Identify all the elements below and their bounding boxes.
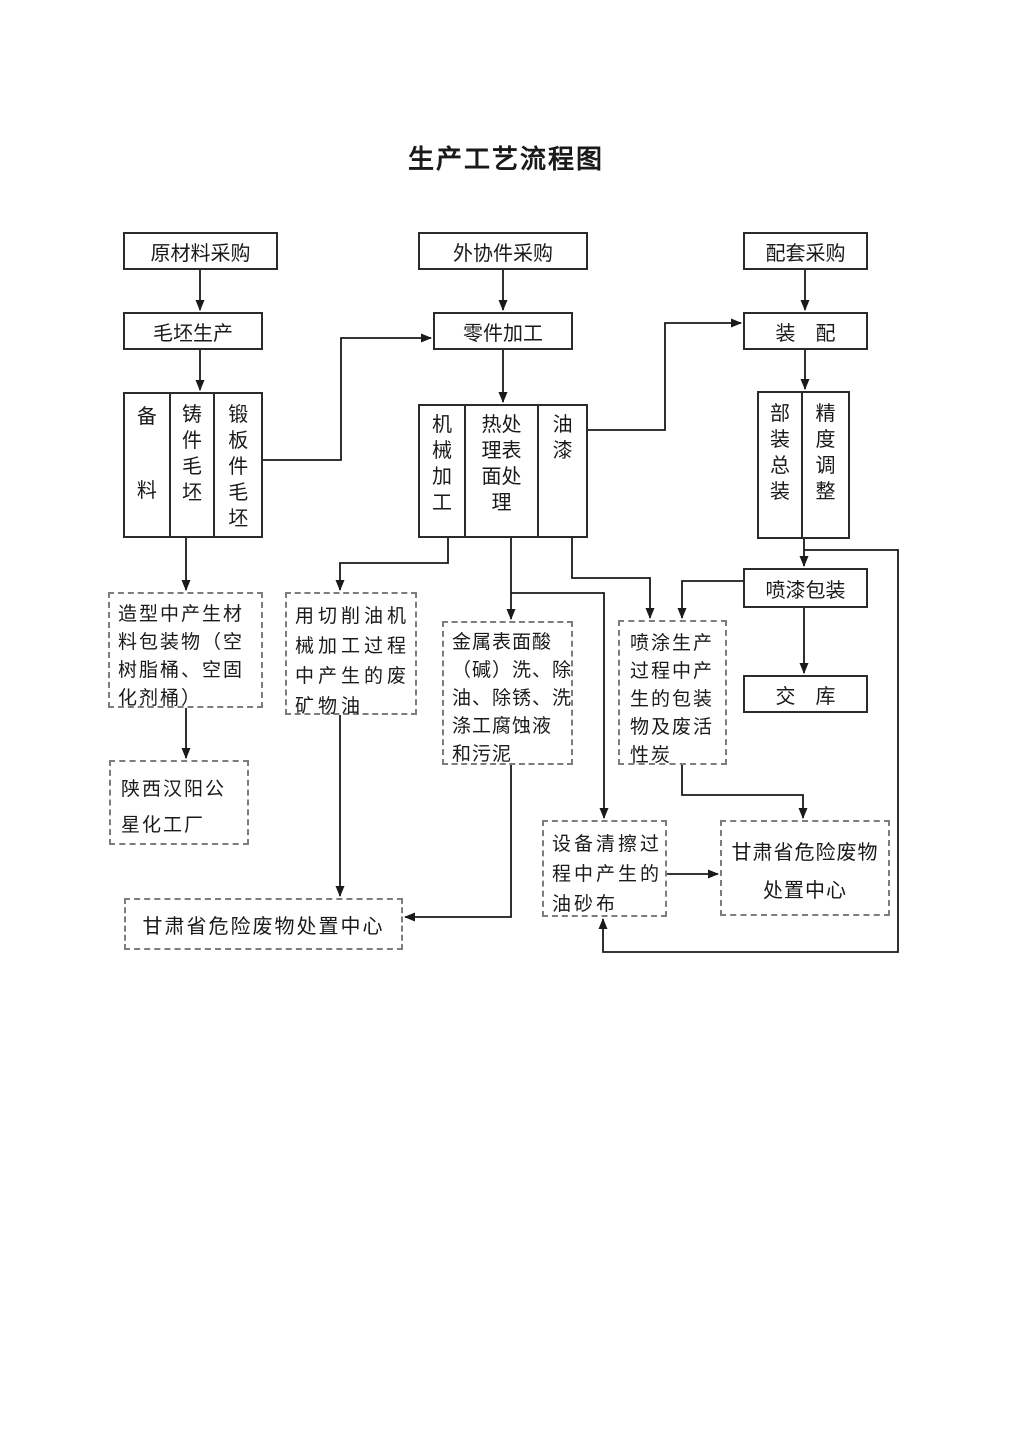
edge-acidwaste-gansuleft — [404, 765, 512, 922]
node-shaanxi-hanyang-factory: 陕西汉阳公 星化工厂 — [109, 760, 249, 845]
text-line: 树脂桶、空固 — [118, 660, 245, 681]
node-machining: 机械加工 — [420, 406, 466, 536]
text-line: 性炭 — [630, 745, 673, 766]
node-supporting-purchase: 配套采购 — [743, 232, 868, 270]
text-line: 涤工腐蚀液 — [452, 716, 553, 737]
edge-assemblygroup-equipmentwiping — [598, 549, 899, 953]
node-gansu-disposal-center-right: 甘肃省危险废物 处置中心 — [720, 820, 890, 916]
edge-painting-assembly — [588, 318, 742, 431]
node-label: 部装总装 — [770, 403, 791, 503]
text-line: 设备清擦过 — [552, 834, 663, 855]
text-line: 程中产生的 — [552, 864, 663, 885]
edge-heattreatment-equipmentwiping — [511, 592, 609, 819]
edge-blankgroup-partsprocessing — [263, 333, 432, 461]
edge-machining-cuttingoilwaste — [335, 538, 449, 591]
text-line: 和污泥 — [452, 744, 513, 765]
node-casting-blank: 铸件毛坯 — [171, 394, 216, 536]
node-painting: 油漆 — [539, 406, 586, 536]
text-line: 陕西汉阳公 — [121, 779, 227, 800]
text-line: 化剂桶） — [118, 688, 203, 709]
text-line: 用切削油机 — [295, 606, 411, 627]
text-line: 油砂布 — [552, 894, 619, 915]
node-label: 备料 — [136, 406, 157, 502]
node-group-blank-types: 备料 铸件毛坯 锻板件毛坯 — [123, 392, 263, 538]
node-outsourced-parts-purchase: 外协件采购 — [418, 232, 588, 270]
node-acid-cleaning-waste: 金属表面酸 （碱）洗、除 油、除锈、洗 涤工腐蚀液 和污泥 — [442, 621, 573, 765]
node-label: 精度调整 — [815, 403, 836, 503]
node-label: 机械加工 — [431, 414, 452, 514]
node-group-assembly: 部装总装 精度调整 — [757, 391, 850, 539]
node-raw-material-purchase: 原材料采购 — [123, 232, 278, 270]
edge-paintpackaging-spraywaste — [677, 580, 743, 619]
node-molding-packaging-waste: 造型中产生材 料包装物（空 树脂桶、空固 化剂桶） — [108, 592, 263, 709]
text-line: 油、除锈、洗 — [452, 688, 573, 709]
edge-spraywaste-gansuright — [681, 765, 808, 819]
text-line: 中产生的废 — [295, 666, 411, 687]
node-spray-production-waste: 喷涂生产 过程中产 生的包装 物及废活 性炭 — [618, 620, 727, 766]
node-sub-final-assembly: 部装总装 — [759, 393, 804, 537]
page-title: 生产工艺流程图 — [408, 145, 605, 174]
node-label: 油漆 — [552, 414, 573, 462]
node-forged-plate-blank: 锻板件毛坯 — [215, 394, 261, 536]
text-line: 物及废活 — [630, 717, 715, 738]
text-line: 械加工过程 — [295, 636, 411, 657]
node-assembly: 装 配 — [743, 312, 868, 350]
node-blank-production: 毛坯生产 — [123, 312, 263, 350]
text-line: 喷涂生产 — [630, 633, 715, 654]
text-line: 处置中心 — [763, 880, 847, 902]
text-line: （碱）洗、除 — [452, 660, 573, 681]
node-group-processing: 机械加工 热处理表面处理 油漆 — [418, 404, 588, 538]
node-heat-surface-treatment: 热处理表面处理 — [466, 406, 540, 536]
node-cutting-oil-waste: 用切削油机 械加工过程 中产生的废 矿物油 — [285, 592, 417, 717]
node-label: 铸件毛坯 — [182, 404, 203, 504]
text-line: 星化工厂 — [121, 815, 206, 836]
text-line: 甘肃省危险废物处置中心 — [142, 915, 385, 938]
node-precision-adjustment: 精度调整 — [803, 393, 848, 537]
text-line: 金属表面酸 — [452, 632, 553, 653]
node-warehouse-delivery: 交 库 — [743, 675, 868, 713]
text-line: 过程中产 — [630, 661, 715, 682]
node-parts-processing: 零件加工 — [433, 312, 573, 350]
node-material-prep: 备料 — [125, 394, 171, 536]
text-line: 矿物油 — [295, 696, 365, 717]
text-line: 造型中产生材 — [118, 604, 245, 625]
text-line: 料包装物（空 — [118, 632, 245, 653]
node-equipment-wiping-waste: 设备清擦过 程中产生的 油砂布 — [542, 820, 667, 917]
node-label: 锻板件毛坯 — [228, 404, 249, 530]
node-gansu-disposal-center-left: 甘肃省危险废物处置中心 — [124, 898, 403, 950]
node-label: 热处理表面处理 — [481, 414, 522, 514]
text-line: 甘肃省危险废物 — [731, 842, 879, 864]
text-line: 生的包装 — [630, 689, 715, 710]
edge-painting-spraywaste — [571, 538, 655, 619]
node-paint-packaging: 喷漆包装 — [743, 568, 868, 608]
